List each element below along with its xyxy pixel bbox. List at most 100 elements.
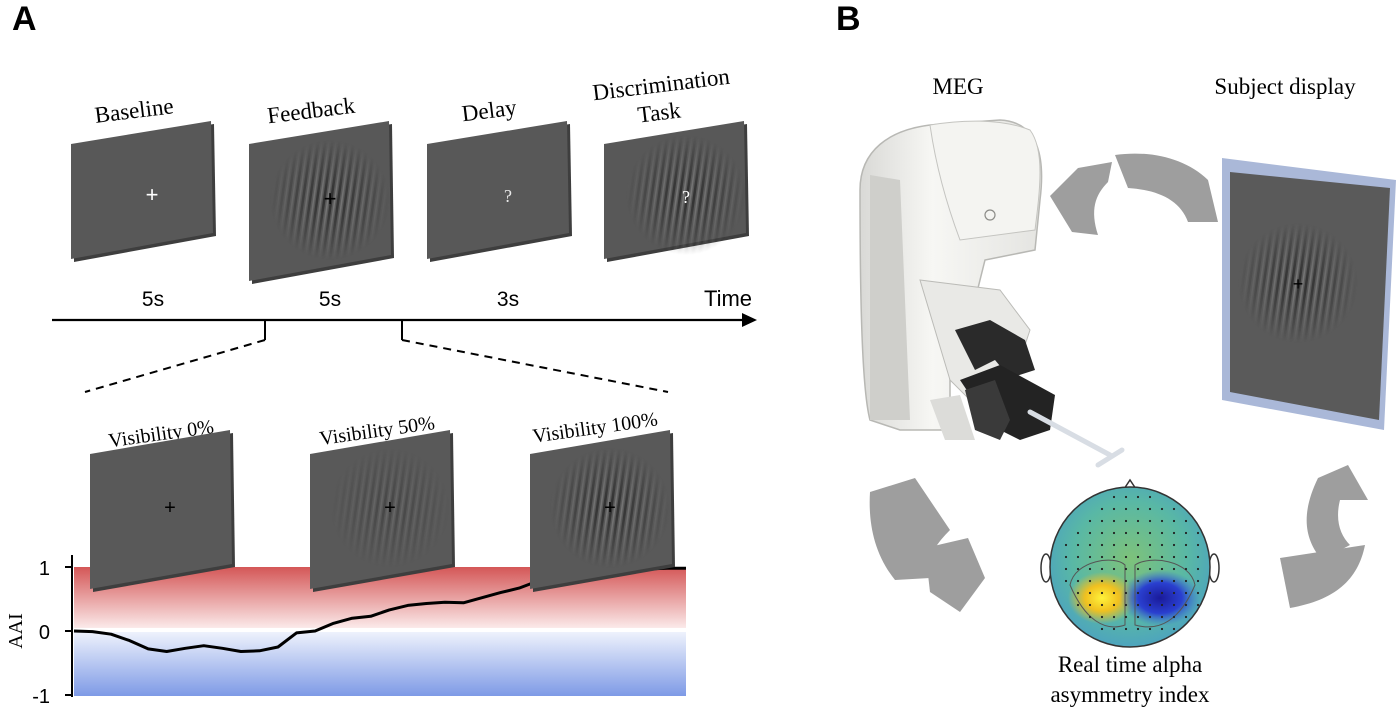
sensor-dot xyxy=(1112,591,1116,595)
alpha-topography-head xyxy=(1040,478,1220,648)
fixation-cross: + xyxy=(1293,274,1304,294)
sensor-dot xyxy=(1148,603,1152,607)
sensor-dot xyxy=(1184,615,1188,619)
arrow-right-down xyxy=(1280,545,1365,608)
sensor-dot xyxy=(1124,591,1128,595)
sensor-dot xyxy=(1124,567,1128,571)
meg-label: MEG xyxy=(932,74,983,99)
sensor-dot xyxy=(1184,567,1188,571)
sensor-dot xyxy=(1112,507,1116,511)
screen-feedback: + xyxy=(249,121,394,284)
screen-visibility-0: + xyxy=(90,430,235,592)
sensor-dot xyxy=(1100,543,1104,547)
sensor-dot xyxy=(1136,519,1140,523)
fixation-cross: + xyxy=(164,497,176,519)
sensor-dot xyxy=(1064,555,1068,559)
sensor-dot xyxy=(1148,519,1152,523)
sensor-dot xyxy=(1196,603,1200,607)
sensor-dot xyxy=(1148,591,1152,595)
sensor-dot xyxy=(1136,579,1140,583)
stage-label-task: Task xyxy=(636,97,682,127)
sensor-dot xyxy=(1184,519,1188,523)
sensor-dot xyxy=(1112,603,1116,607)
sensor-dot xyxy=(1136,567,1140,571)
y-tick-label: 1 xyxy=(39,558,50,580)
sensor-dot xyxy=(1088,579,1092,583)
time-axis-label: Time xyxy=(704,286,752,311)
sensor-dot xyxy=(1124,615,1128,619)
sensor-dot xyxy=(1172,579,1176,583)
sensor-dot xyxy=(1124,603,1128,607)
sensor-dot xyxy=(1136,603,1140,607)
sensor-dot xyxy=(1112,627,1116,631)
sensor-dot xyxy=(1196,555,1200,559)
sensor-dot xyxy=(1100,603,1104,607)
sensor-dot xyxy=(1076,579,1080,583)
subject-display-screen: + xyxy=(1222,158,1396,430)
duration-baseline: 5s xyxy=(142,288,164,311)
sensor-dot xyxy=(1196,591,1200,595)
sensor-dot xyxy=(1124,495,1128,499)
sensor-dot xyxy=(1124,627,1128,631)
sensor-dot xyxy=(1148,627,1152,631)
sensor-dot xyxy=(1124,507,1128,511)
sensor-dot xyxy=(1124,531,1128,535)
sensor-dot xyxy=(1148,543,1152,547)
sensor-dot xyxy=(1160,591,1164,595)
sensor-dot xyxy=(1160,579,1164,583)
duration-feedback: 5s xyxy=(319,288,341,311)
sensor-dot xyxy=(1184,591,1188,595)
panel-a-letter: A xyxy=(12,0,37,38)
sensor-dot xyxy=(1076,567,1080,571)
sensor-dot xyxy=(1112,543,1116,547)
sensor-dot xyxy=(1136,543,1140,547)
sensor-dots xyxy=(1064,495,1200,631)
sensor-dot xyxy=(1088,555,1092,559)
arrow-right-up xyxy=(1306,465,1368,560)
y-axis-label: AAI xyxy=(5,613,27,649)
sensor-dot xyxy=(1100,591,1104,595)
sensor-dot xyxy=(1172,591,1176,595)
sensor-dot xyxy=(1184,555,1188,559)
zoom-line-right xyxy=(401,339,669,393)
arrow-left-right xyxy=(925,538,985,612)
sensor-dot xyxy=(1088,519,1092,523)
arrow-top-right xyxy=(1115,153,1218,222)
question-mark: ? xyxy=(504,186,512,206)
screen-discrimination-task: ? xyxy=(604,121,749,262)
sensor-dot xyxy=(1160,519,1164,523)
sensor-dot xyxy=(1076,543,1080,547)
sensor-dot xyxy=(1136,555,1140,559)
fixation-cross: + xyxy=(324,186,337,211)
stage-label-feedback: Feedback xyxy=(266,93,357,129)
sensor-dot xyxy=(1100,531,1104,535)
zoom-line-left xyxy=(84,339,266,393)
sensor-dot xyxy=(1160,507,1164,511)
sensor-dot xyxy=(1172,555,1176,559)
negative-band xyxy=(74,632,686,696)
sensor-dot xyxy=(1148,615,1152,619)
sensor-dot xyxy=(1100,627,1104,631)
sensor-dot xyxy=(1148,555,1152,559)
sensor-dot xyxy=(1088,567,1092,571)
sensor-dot xyxy=(1100,615,1104,619)
aai-caption-line2: asymmetry index xyxy=(1050,682,1210,707)
sensor-dot xyxy=(1076,531,1080,535)
sensor-dot xyxy=(1100,519,1104,523)
sensor-dot xyxy=(1148,495,1152,499)
sensor-dot xyxy=(1112,519,1116,523)
sensor-dot xyxy=(1124,543,1128,547)
sensor-dot xyxy=(1172,507,1176,511)
sensor-dot xyxy=(1076,591,1080,595)
sensor-dot xyxy=(1076,603,1080,607)
sensor-dot xyxy=(1148,579,1152,583)
sensor-dot xyxy=(1100,567,1104,571)
sensor-dot xyxy=(1184,579,1188,583)
subject-display-label: Subject display xyxy=(1214,74,1356,99)
sensor-dot xyxy=(1196,579,1200,583)
sensor-dot xyxy=(1088,603,1092,607)
sensor-dot xyxy=(1184,531,1188,535)
arrow-top-left xyxy=(1050,162,1112,235)
question-mark: ? xyxy=(682,187,690,207)
